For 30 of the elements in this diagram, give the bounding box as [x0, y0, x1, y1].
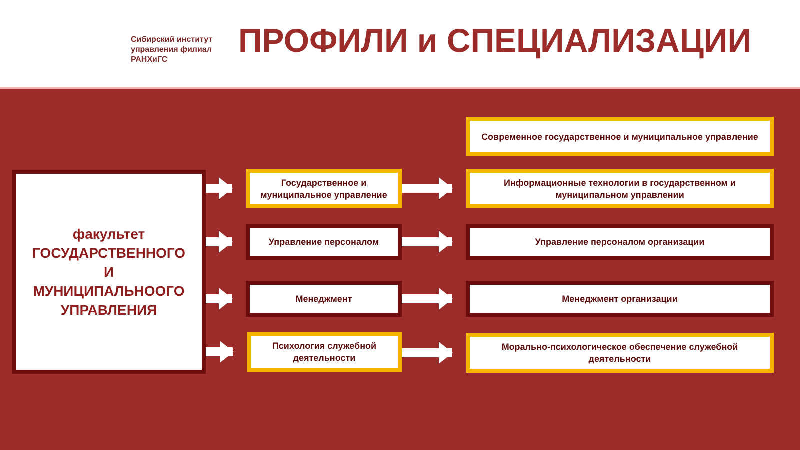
box-label: Психология служебной деятельности — [271, 340, 378, 364]
faculty-box — [12, 170, 206, 374]
profile-box — [246, 281, 402, 317]
block-arrow — [206, 178, 233, 200]
profile-box — [466, 117, 774, 156]
profile-box — [246, 169, 402, 208]
block-arrow — [402, 342, 453, 364]
block-arrow — [402, 288, 453, 310]
profile-box — [246, 224, 402, 260]
box-label: факультет ГОСУДАРСТВЕННОГО И МУНИЦИПАЛЬНООГО УПРАВЛЕНИЯ — [32, 224, 186, 320]
block-arrow — [402, 231, 453, 253]
box-label: Современное государственное и муниципальное управление — [482, 130, 758, 142]
box-label: Менеджмент — [296, 293, 352, 305]
profile-box — [466, 333, 774, 373]
block-arrow — [206, 341, 234, 363]
profile-box — [466, 281, 774, 317]
box-label: Морально-психологическое обеспечение служебной деятельности — [500, 341, 740, 365]
block-arrow — [206, 231, 233, 253]
profile-box — [247, 332, 402, 372]
box-label: Информационные технологии в государственном и муниципальном управлении — [503, 176, 737, 200]
block-arrow — [206, 288, 233, 310]
profile-box — [466, 224, 774, 260]
box-label: Государственное и муниципальное управление — [260, 176, 388, 200]
box-label: Управление персоналом — [268, 236, 380, 248]
profile-box — [466, 169, 774, 208]
box-label: Управление персоналом организации — [535, 236, 705, 248]
title: ПРОФИЛИ и СПЕЦИАЛИЗАЦИИ — [238, 22, 752, 60]
block-arrow — [402, 178, 453, 200]
box-label: Менеджмент организации — [562, 293, 678, 305]
institute-name: Сибирский институт управления филиал РАНХиГС — [131, 35, 214, 65]
